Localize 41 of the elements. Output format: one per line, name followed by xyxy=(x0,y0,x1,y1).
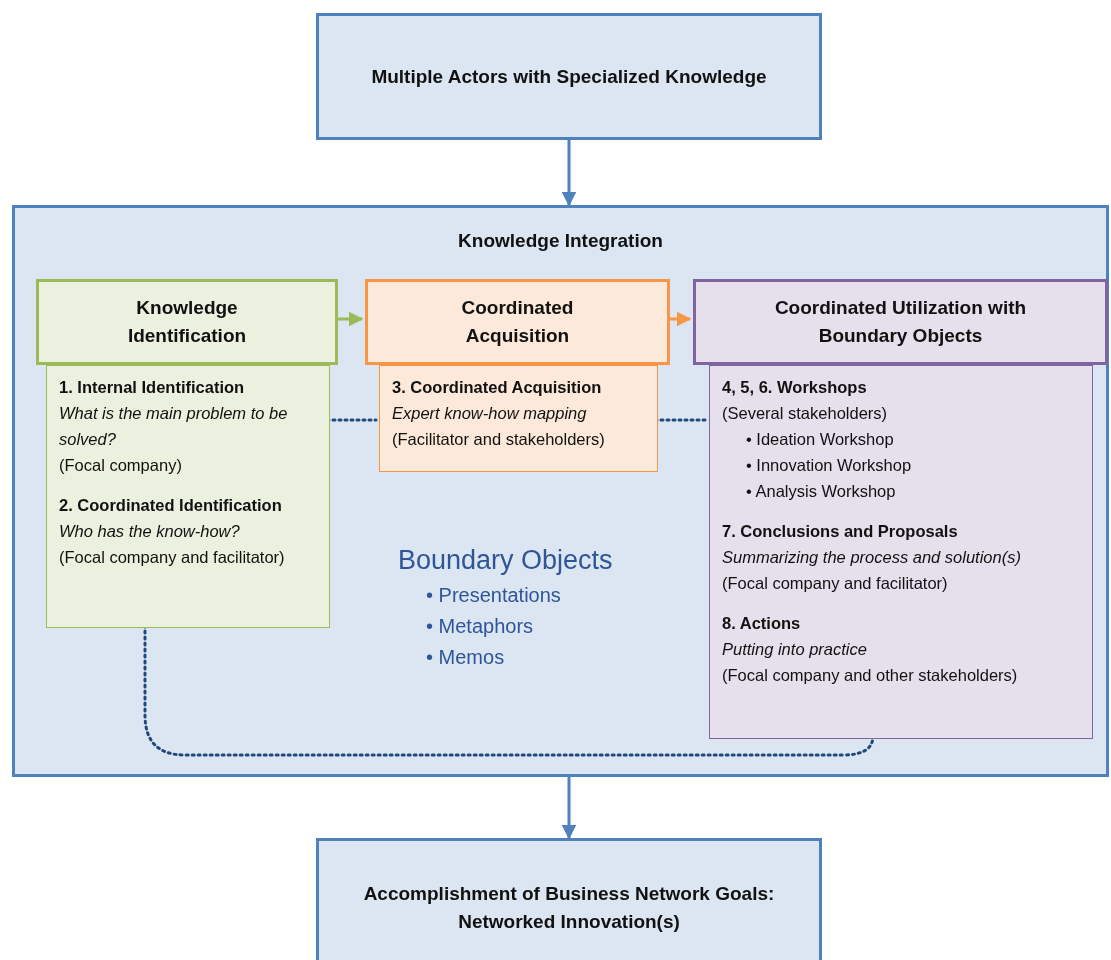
detail-box xyxy=(379,365,658,472)
phase-header-box xyxy=(693,279,1108,365)
bullet-item: • Innovation Workshop xyxy=(746,455,913,476)
box-title: Accomplishment of Business Network Goals: Networked Innovation(s) xyxy=(362,882,776,934)
arrow xyxy=(561,777,577,840)
item-actors: (Focal company and facilitator) xyxy=(59,547,286,568)
box-title: Multiple Actors with Specialized Knowledge xyxy=(370,64,768,89)
item-heading: 3. Coordinated Acquisition xyxy=(392,377,603,398)
bullet-item: • Ideation Workshop xyxy=(746,429,895,450)
item-description: Who has the know-how? xyxy=(59,521,241,542)
process-box xyxy=(316,838,822,960)
list-item: • Metaphors xyxy=(426,614,535,639)
detail-box xyxy=(709,365,1093,739)
item-actors: (Facilitator and stakeholders) xyxy=(392,429,606,450)
item-actors: (Several stakeholders) xyxy=(722,403,889,424)
phase-header-box xyxy=(365,279,670,365)
detail-box xyxy=(46,365,330,628)
list-item: • Presentations xyxy=(426,583,562,608)
box-title: Knowledge Identification xyxy=(126,296,248,348)
item-heading: 2. Coordinated Identification xyxy=(59,495,283,516)
item-description: Putting into practice xyxy=(722,639,868,660)
item-description: Expert know-how mapping xyxy=(392,403,588,424)
phase-header-box xyxy=(36,279,338,365)
item-actors: (Focal company and other stakeholders) xyxy=(722,665,1019,686)
item-heading: 7. Conclusions and Proposals xyxy=(722,521,959,542)
item-heading: 4, 5, 6. Workshops xyxy=(722,377,868,398)
box-title: Coordinated Utilization with Boundary Objects xyxy=(773,296,1028,348)
group-box xyxy=(12,205,1109,777)
section-heading: Boundary Objects xyxy=(398,545,613,576)
box-title: Coordinated Acquisition xyxy=(460,296,575,348)
process-box xyxy=(316,13,822,140)
item-description: What is the main problem to be solved? xyxy=(59,403,289,450)
item-actors: (Focal company) xyxy=(59,455,183,476)
item-heading: 1. Internal Identification xyxy=(59,377,246,398)
item-heading: 8. Actions xyxy=(722,613,802,634)
bullet-item: • Analysis Workshop xyxy=(746,481,897,502)
item-actors: (Focal company and facilitator) xyxy=(722,573,949,594)
item-description: Summarizing the process and solution(s) xyxy=(722,547,1022,568)
arrow xyxy=(561,140,577,207)
group-title: Knowledge Integration xyxy=(457,230,664,252)
list-item: • Memos xyxy=(426,645,506,670)
